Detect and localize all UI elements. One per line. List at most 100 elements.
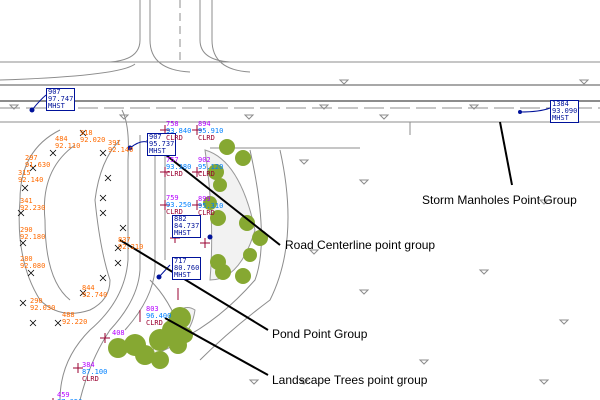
- centerline-point-label[interactable]: 45987.050: [57, 392, 82, 400]
- point-number: 297: [25, 154, 38, 162]
- trees-leader-line: [164, 317, 269, 376]
- point-description: CLRD: [146, 319, 163, 327]
- landscape-trees: [108, 139, 268, 369]
- point-number: 907: [149, 133, 162, 141]
- point-elevation: 93.090: [552, 107, 578, 115]
- point-number: 837: [118, 236, 131, 244]
- point-description: CLRD: [198, 170, 215, 178]
- point-description: MHST: [174, 271, 191, 279]
- point-elevation: 97.747: [48, 95, 74, 103]
- point-number: 758: [166, 120, 179, 128]
- callout-leaders: [119, 121, 513, 376]
- point-number: 918: [80, 129, 93, 137]
- point-elevation: 92.030: [30, 304, 56, 312]
- point-description: CLRD: [82, 375, 99, 383]
- point-number: 290: [20, 226, 33, 234]
- point-elevation: 84.737: [174, 222, 200, 230]
- point-description: CLRD: [198, 134, 215, 142]
- point-number: 488: [62, 311, 75, 319]
- road-centerline-callout: Road Centerline point group: [285, 238, 436, 252]
- point-number: 290: [30, 297, 43, 305]
- point-elevation: 87.050: [57, 399, 82, 400]
- pond-callout: Pond Point Group: [272, 327, 368, 341]
- point-description: CLRD: [166, 170, 183, 178]
- point-description: CLRD: [166, 134, 183, 142]
- point-number: 315: [18, 169, 31, 177]
- point-description: MHST: [149, 147, 166, 155]
- point-elevation: 80.760: [174, 264, 200, 272]
- point-elevation: 92.020: [80, 136, 106, 144]
- storm-manholes-callout: Storm Manholes Point Group: [422, 193, 577, 207]
- point-description: MHST: [48, 102, 65, 110]
- point-description: MHST: [552, 114, 569, 122]
- point-description: MHST: [174, 229, 191, 237]
- point-elevation: 91.630: [25, 161, 51, 169]
- storm-leader-line: [499, 121, 513, 186]
- point-number: 902: [198, 156, 211, 164]
- point-number: 408: [112, 329, 125, 337]
- point-number: 844: [82, 284, 95, 292]
- point-elevation: 93.380: [166, 163, 192, 171]
- centerline-point-label[interactable]: 408: [112, 330, 125, 337]
- point-number: 907: [48, 88, 61, 96]
- point-elevation: 92.140: [108, 146, 134, 154]
- point-number: 882: [174, 215, 187, 223]
- point-elevation: 93.840: [166, 127, 192, 135]
- point-number: 759: [166, 194, 179, 202]
- point-elevation: 95.910: [198, 127, 224, 135]
- point-number: 391: [108, 139, 121, 147]
- point-number: 894: [198, 120, 211, 128]
- point-elevation: 87.100: [82, 368, 108, 376]
- point-number: 280: [20, 255, 33, 263]
- point-number: 384: [82, 361, 95, 369]
- point-elevation: 95.737: [149, 140, 175, 148]
- point-elevation: 92.110: [55, 142, 81, 150]
- road-leader-line: [146, 139, 281, 246]
- point-elevation: 95.120: [198, 163, 224, 171]
- point-number: 717: [174, 257, 187, 265]
- point-elevation: 92.140: [18, 176, 44, 184]
- pond-leader-line: [119, 239, 269, 331]
- point-elevation: 92.740: [82, 291, 108, 299]
- pond-point-markers: [17, 129, 127, 327]
- point-elevation: 92.220: [62, 318, 88, 326]
- point-number: 757: [166, 156, 179, 164]
- point-number: 459: [57, 391, 70, 399]
- point-elevation: 92.230: [20, 204, 46, 212]
- point-description: CLRD: [166, 208, 183, 216]
- storm-manhole-markers: [29, 94, 551, 280]
- point-number: 1384: [552, 100, 569, 108]
- point-elevation: 92.080: [20, 262, 46, 270]
- landscape-trees-callout: Landscape Trees point group: [272, 373, 428, 387]
- point-number: 341: [20, 197, 33, 205]
- point-elevation: 92.210: [118, 243, 144, 251]
- point-number: 803: [146, 305, 159, 313]
